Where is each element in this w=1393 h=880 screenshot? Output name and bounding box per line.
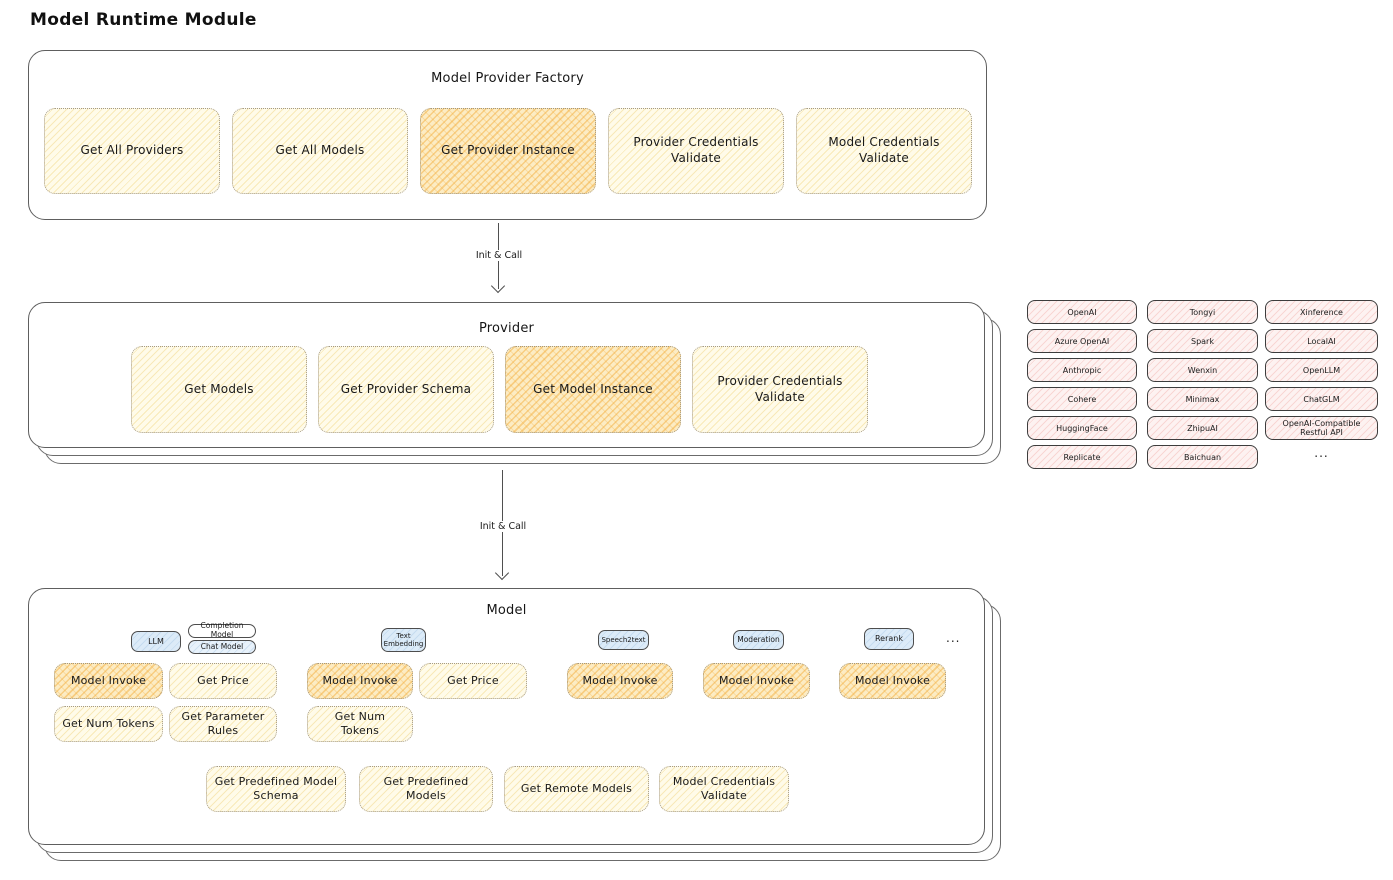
chip-tongyi: Tongyi <box>1147 300 1258 324</box>
node-get-num-tokens-embedding: Get Num Tokens <box>307 706 413 742</box>
node-get-price-embedding: Get Price <box>419 663 527 699</box>
tag-text-embedding: Text Embedding <box>381 628 426 652</box>
chip-xinference: Xinference <box>1265 300 1378 324</box>
arrowhead-down-icon <box>490 278 506 294</box>
node-get-price-llm: Get Price <box>169 663 277 699</box>
page-title: Model Runtime Module <box>30 10 257 30</box>
node-model-invoke-embedding: Model Invoke <box>307 663 413 699</box>
factory-title: Model Provider Factory <box>431 71 584 86</box>
chip-localai: LocalAI <box>1265 329 1378 353</box>
node-get-parameter-rules: Get Parameter Rules <box>169 706 277 742</box>
model-box: Model LLM Completion Model Chat Model Te… <box>28 588 985 845</box>
node-get-provider-instance: Get Provider Instance <box>420 108 596 194</box>
chip-replicate: Replicate <box>1027 445 1137 469</box>
tag-llm: LLM <box>131 631 181 652</box>
node-get-all-providers: Get All Providers <box>44 108 220 194</box>
model-tags-ellipsis: ... <box>946 631 961 645</box>
chip-chatglm: ChatGLM <box>1265 387 1378 411</box>
model-title: Model <box>486 603 527 618</box>
tag-chat-model: Chat Model <box>188 640 256 654</box>
chip-openllm: OpenLLM <box>1265 358 1378 382</box>
node-model-credentials-validate: Model Credentials Validate <box>796 108 972 194</box>
chip-minimax: Minimax <box>1147 387 1258 411</box>
provider-list-ellipsis: ... <box>1314 446 1329 460</box>
node-get-model-instance: Get Model Instance <box>505 346 681 433</box>
chip-anthropic: Anthropic <box>1027 358 1137 382</box>
chip-cohere: Cohere <box>1027 387 1137 411</box>
node-model-invoke-moderation: Model Invoke <box>703 663 810 699</box>
tag-speech2text: Speech2text <box>598 630 649 650</box>
model-provider-factory-box: Model Provider Factory Get All Providers… <box>28 50 987 220</box>
node-model-invoke-rerank: Model Invoke <box>839 663 946 699</box>
node-get-remote-models: Get Remote Models <box>504 766 649 812</box>
tag-moderation: Moderation <box>733 630 784 650</box>
chip-zhipuai: ZhipuAI <box>1147 416 1258 440</box>
node-get-provider-schema: Get Provider Schema <box>318 346 494 433</box>
chip-spark: Spark <box>1147 329 1258 353</box>
node-provider-credentials-validate-2: Provider Credentials Validate <box>692 346 868 433</box>
arrowhead-down-icon-2 <box>494 565 510 581</box>
node-get-predefined-models: Get Predefined Models <box>359 766 493 812</box>
node-model-invoke-speech2text: Model Invoke <box>567 663 673 699</box>
chip-openai-compatible-restful-api: OpenAI-Compatible Restful API <box>1265 416 1378 440</box>
node-model-invoke-llm: Model Invoke <box>54 663 163 699</box>
provider-chip-grid: OpenAI Azure OpenAI Anthropic Cohere Hug… <box>1027 300 1379 476</box>
provider-box: Provider Get Models Get Provider Schema … <box>28 302 985 448</box>
node-get-predefined-model-schema: Get Predefined Model Schema <box>206 766 346 812</box>
chip-azure-openai: Azure OpenAI <box>1027 329 1137 353</box>
node-model-credentials-validate-2: Model Credentials Validate <box>659 766 789 812</box>
chip-baichuan: Baichuan <box>1147 445 1258 469</box>
node-get-models: Get Models <box>131 346 307 433</box>
tag-rerank: Rerank <box>864 628 914 650</box>
arrow2-label: Init & Call <box>475 521 531 532</box>
node-provider-credentials-validate: Provider Credentials Validate <box>608 108 784 194</box>
tag-completion-model: Completion Model <box>188 622 256 639</box>
chip-openai: OpenAI <box>1027 300 1137 324</box>
provider-title: Provider <box>478 321 535 336</box>
node-get-all-models: Get All Models <box>232 108 408 194</box>
chip-huggingface: HuggingFace <box>1027 416 1137 440</box>
node-get-num-tokens-llm: Get Num Tokens <box>54 706 163 742</box>
arrow1-label: Init & Call <box>471 250 527 261</box>
chip-wenxin: Wenxin <box>1147 358 1258 382</box>
